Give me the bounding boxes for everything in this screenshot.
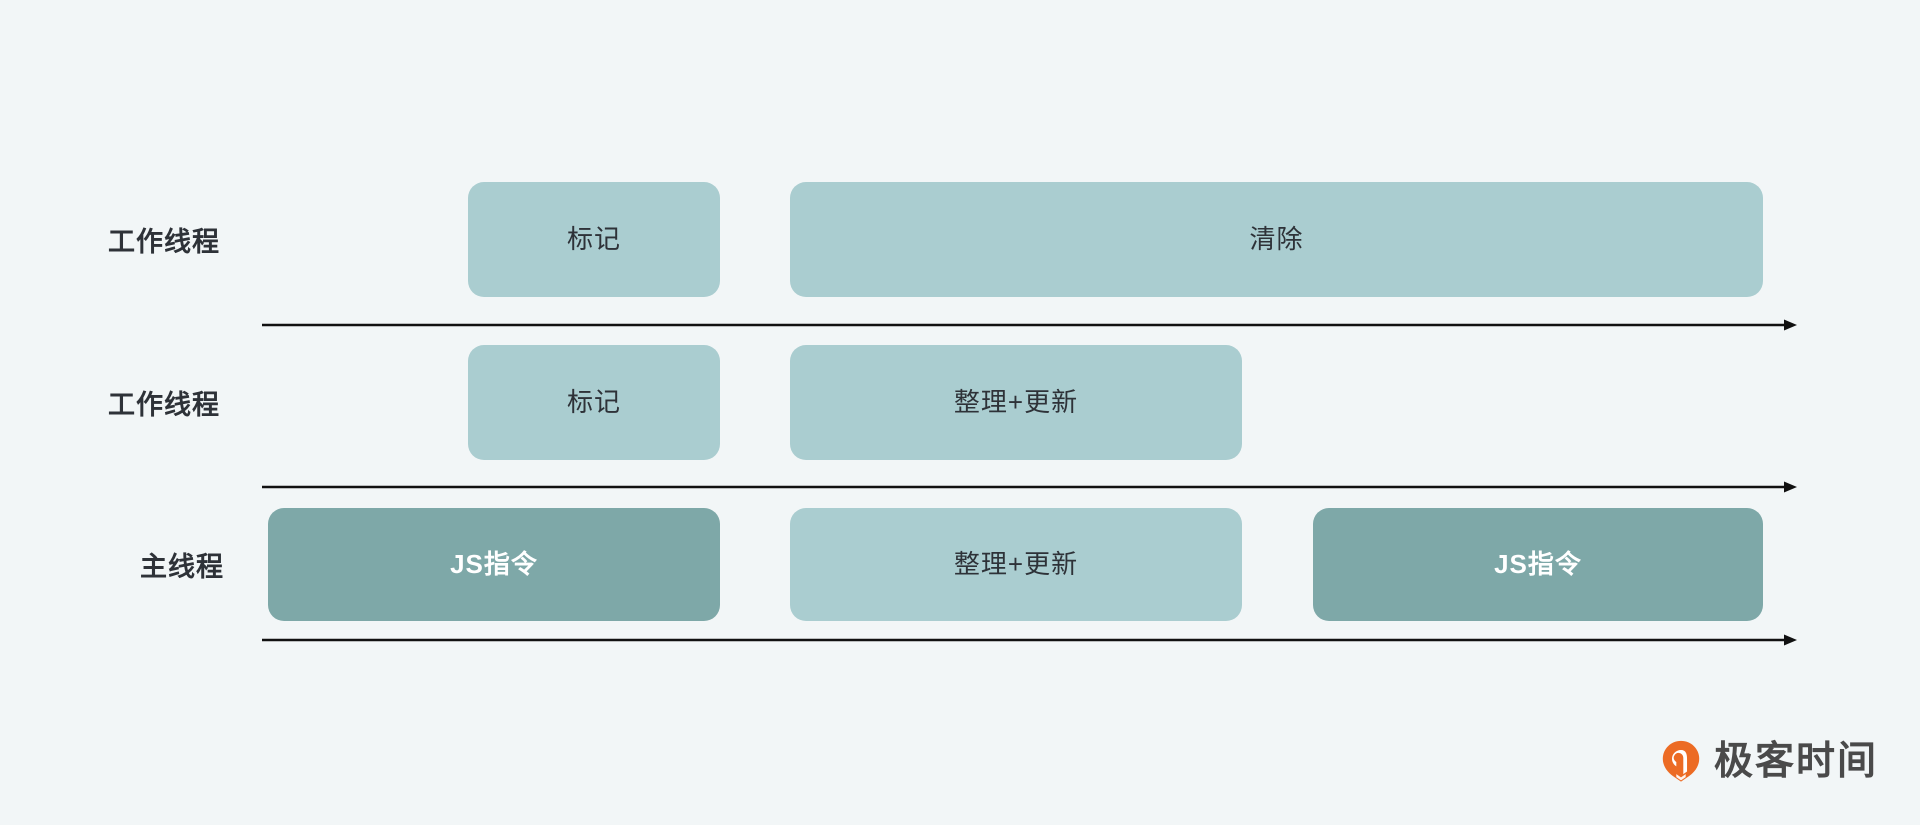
task-block-w1-mark: 标记 xyxy=(468,182,720,297)
geektime-logo-icon xyxy=(1658,738,1704,784)
task-block-main-compact-update: 整理+更新 xyxy=(790,508,1242,621)
lane-label-worker-thread-2: 工作线程 xyxy=(108,390,220,420)
task-block-w1-sweep: 清除 xyxy=(790,182,1763,297)
task-block-w2-mark: 标记 xyxy=(468,345,720,460)
task-block-label: 整理+更新 xyxy=(953,386,1079,417)
task-block-label: JS指令 xyxy=(450,548,538,579)
task-block-w2-compact-update: 整理+更新 xyxy=(790,345,1242,460)
timeline-axis-main-thread xyxy=(262,633,1797,647)
task-block-label: 标记 xyxy=(566,223,621,254)
lane-label-main-thread: 主线程 xyxy=(140,552,224,582)
task-block-label: JS指令 xyxy=(1494,548,1582,579)
brand-logo-text: 极客时间 xyxy=(1714,738,1879,784)
task-block-label: 整理+更新 xyxy=(953,548,1079,579)
brand-logo: 极客时间 xyxy=(1658,738,1878,784)
lane-label-worker-thread-1: 工作线程 xyxy=(108,227,220,257)
task-block-label: 清除 xyxy=(1249,223,1304,254)
timeline-axis-worker-thread-2 xyxy=(262,480,1797,494)
task-block-main-js-1: JS指令 xyxy=(268,508,720,621)
timeline-axis-worker-thread-1 xyxy=(262,318,1797,332)
task-block-main-js-2: JS指令 xyxy=(1313,508,1763,621)
task-block-label: 标记 xyxy=(566,386,621,417)
